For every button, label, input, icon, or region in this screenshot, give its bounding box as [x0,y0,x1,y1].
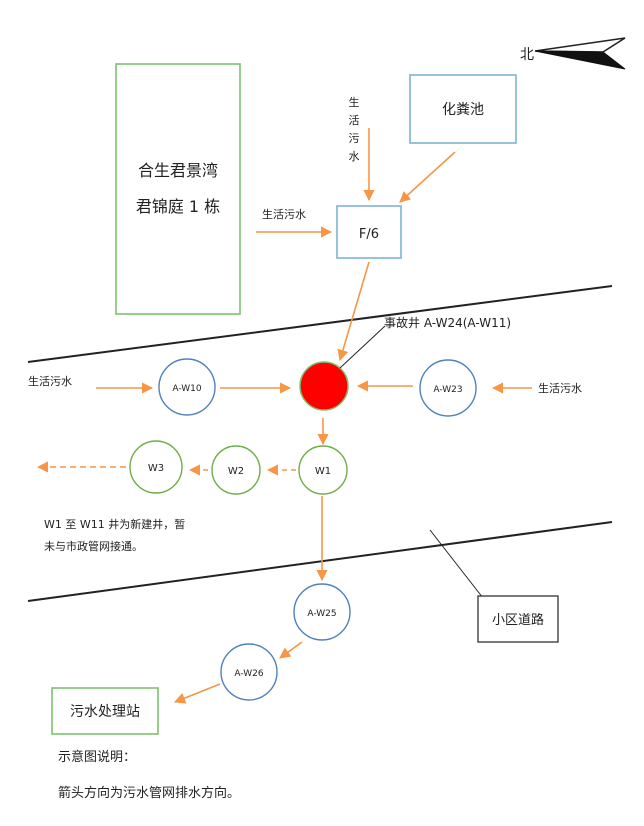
flow-aw25-to-aw26 [279,641,303,659]
flow-aw26-to-station [173,683,221,704]
f6-box [336,205,402,259]
well-w3 [129,440,183,494]
well-a-w25-label: A-W25 [307,609,336,619]
new-wells-note-line2: 未与市政管网接通。 [44,540,143,553]
well-a-w26 [220,643,278,701]
f6-label: F/6 [359,227,379,242]
building-box [115,63,241,315]
inflow-vertical-char-2: 活 [349,114,360,127]
inflow-vertical-char-3: 污 [349,132,360,145]
road-label-box [477,595,559,643]
septic-tank-label: 化粪池 [442,102,484,118]
inflow-right-label: 生活污水 [538,381,582,395]
well-w2-label: W2 [228,466,244,477]
well-w1 [298,445,348,495]
well-a-w23 [419,359,477,417]
accident-well-marker [299,361,349,411]
road-label: 小区道路 [492,612,544,628]
flow-f6-to-accident [337,261,370,362]
building-name-line2: 君锦庭 1 栋 [136,197,220,216]
road-edge-lower [27,521,613,602]
legend-text: 箭头方向为污水管网排水方向。 [58,786,241,801]
treatment-station-box [51,687,159,735]
inflow-vertical-char-1: 生 [349,95,360,109]
well-w3-label: W3 [148,463,164,474]
septic-tank-box [409,74,517,144]
well-a-w10 [158,358,216,416]
inflow-vertical-char-4: 水 [349,150,360,163]
well-a-w10-label: A-W10 [172,384,201,394]
north-arrow-icon [534,37,626,70]
well-a-w23-label: A-W23 [433,385,462,395]
well-a-w26-label: A-W26 [234,669,263,679]
building-name-line1: 合生君景湾 [138,161,218,180]
well-a-w25 [293,583,351,641]
accident-well-label: 事故井 A-W24(A-W11) [384,315,511,330]
north-label: 北 [520,47,534,63]
inflow-left-label: 生活污水 [28,374,72,388]
well-w2 [211,445,261,495]
new-wells-note-line1: W1 至 W11 井为新建井，暂 [44,518,186,531]
treatment-station-label: 污水处理站 [70,704,140,720]
flow-septic-to-f6 [399,151,456,203]
road-edge-upper [27,285,613,363]
well-w1-label: W1 [315,466,331,477]
road-label-leader [429,529,484,599]
inflow-to-f6-label: 生活污水 [262,207,306,221]
legend-title: 示意图说明： [58,750,137,765]
accident-well-leader [339,325,386,369]
flow-arrows [36,128,532,704]
